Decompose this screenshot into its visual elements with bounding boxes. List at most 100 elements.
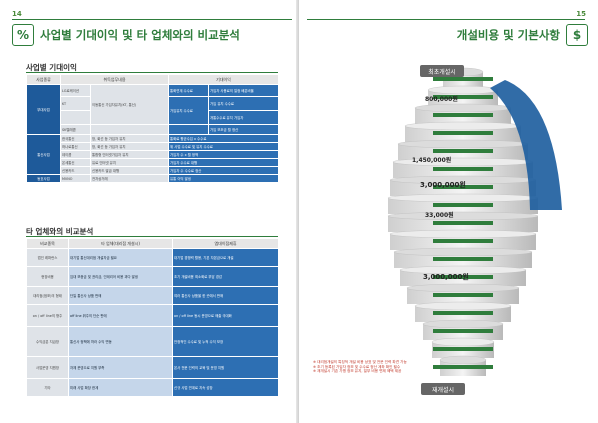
stack-disc-top — [422, 319, 504, 329]
stack-disc-label-band — [433, 95, 493, 99]
table-row: 온세통신 유료 인터넷 유치 가입자 수수료 대행 — [27, 158, 280, 167]
table-cell: 가입자 수 x 월 정액 — [167, 150, 280, 159]
stack-disc-label-band — [433, 239, 493, 243]
table-cell: 신용카드 발급 대행 — [90, 166, 169, 175]
stack-disc-label-band — [433, 347, 493, 351]
table-row: 데이콤 통합형 인터넷가입자 유치 가입자 수 x 월 정액 — [27, 150, 280, 159]
table-cell: KT — [60, 96, 91, 111]
left-page-title: 사업별 기대이익 및 타 업체와의 비교분석 — [40, 28, 240, 42]
group-label: 동호사업 — [26, 174, 61, 183]
table-cell: 임대 보증금 및 권리금, 인테리어 비용 과다 발생 — [68, 266, 173, 287]
stack-disc-label-band — [433, 203, 493, 207]
table-cell: 위 사업 수수료 및 유지 수수료 — [167, 142, 280, 151]
table-header: 사업종류 — [26, 74, 61, 85]
table-cell: 개통수수료 유지 가입자 — [207, 110, 280, 125]
right-page-number: 15 — [576, 10, 586, 18]
stack-disc-top — [393, 247, 533, 257]
table-cell: 통합형 인터넷가입자 유치 — [90, 150, 169, 159]
stack-disc-label-band — [433, 329, 493, 333]
table-cell: 사업운영 지원방 — [26, 356, 69, 379]
table-cell: 유료 인터넷 유치 — [90, 158, 169, 167]
table-cell — [168, 124, 209, 135]
stack-disc-label-band — [433, 131, 493, 135]
table-cell: 가입자 수 수수료 정산 — [167, 166, 280, 175]
section-title-comparison: 타 업체와의 비교분석 — [26, 227, 94, 236]
table-cell: 유통 이익 발생 — [167, 174, 280, 183]
stack-disc-label-band — [433, 365, 493, 369]
stack-disc-label-band — [433, 77, 493, 81]
table-row: 부대사업 LG로케이션 이동통신 가입자유치(KT, 통신) 통화연계 수수료 … — [26, 84, 280, 135]
table-row: 현장비용 임대 보증금 및 권리금, 인테리어 비용 과다 발생 초기 개설비용… — [26, 266, 279, 287]
table-cell: LG로케이션 — [60, 84, 91, 97]
table-row: 동호사업 MVNO 전자상거래 유통 이익 발생 — [26, 174, 280, 183]
table-row: 대리점(점포)의 형태 단일 통신사 상품 판매 여러 통신사 상품을 한 곳에… — [26, 286, 279, 305]
stack-disc-label-band — [433, 293, 493, 297]
table-row: 기타 미래 사업 확장 한계 신규 사업 연계로 지속 성장 — [26, 378, 279, 397]
table-cell: 안정적인 수수료 및 누적 수익 보장 — [172, 326, 279, 357]
stack-disc-label-band — [433, 149, 493, 153]
stack-disc-label-band — [433, 275, 493, 279]
table-row: 하나로통신 망, 회선 등 가입자 유치 위 사업 수수료 및 유지 수수료 — [27, 142, 280, 151]
cost-label: 800,000원 — [425, 96, 458, 103]
stack-disc-top — [406, 283, 520, 293]
table-cell: 법인 레퍼런스 — [26, 248, 69, 267]
table-cell: 현장비용 — [26, 266, 69, 287]
table-cell: 망, 회선 등 가입자 유치 — [90, 142, 169, 151]
right-page-title: 개설비용 및 기본사항 — [456, 28, 560, 42]
table-cell: 온세통신 — [60, 158, 91, 167]
comparison-table: 비교종목 타 업체(대리점 개설시) 엠대이점제휴 법인 레퍼런스 대기업 통신… — [26, 238, 279, 397]
table-row: on / off line의 형주 off line 위주의 단순 판매 on … — [26, 304, 279, 327]
section-underline — [26, 72, 278, 73]
table-cell: 가입유치 수수료 — [168, 96, 209, 125]
table-cell: 가입자 사용료의 일정 배분비율 — [207, 84, 280, 97]
table-cell: 대리점(점포)의 형태 — [26, 286, 69, 305]
stack-disc-label-band — [433, 167, 493, 171]
stack-disc-label-band — [433, 113, 493, 117]
stack-disc-label-band — [433, 221, 493, 225]
table-row: 개통수수료 유지 가입자 — [27, 110, 280, 125]
stack-disc-label-band — [433, 311, 493, 315]
table-cell: SK텔레콤 — [60, 124, 91, 135]
cost-label: 3,000,000원 — [423, 273, 469, 281]
footnote: ※ 재개설시 기존 가맹 정보 유지, 일부 비용 면제 혜택 제공 — [313, 369, 402, 374]
stack-disc-top — [404, 121, 522, 131]
stack-disc-top — [399, 265, 527, 275]
stack-disc-top — [431, 337, 495, 347]
table-header: 취득업무내용 — [60, 74, 169, 85]
left-page: 14 % 사업별 기대이익 및 타 업체와의 비교분석 사업별 기대이익 사업종… — [12, 10, 292, 397]
table-cell: 통화료 평균수입 x 수수료 — [167, 134, 280, 143]
stack-disc-top — [414, 103, 512, 113]
stack-disc-top — [389, 229, 537, 239]
table-cell: 대기업 통신대리점 개설자금 필요 — [68, 248, 173, 267]
table-cell: off line 위주의 단순 판매 — [68, 304, 173, 327]
table-cell: on / off line 동시 운영으로 매출 극대화 — [172, 304, 279, 327]
table-cell: 여러 통신사 상품을 한 곳에서 판매 — [172, 286, 279, 305]
table-cell: 한국통신 — [60, 134, 91, 143]
table-cell: 통화연계 수수료 — [168, 84, 209, 97]
reopening-label: 재개설시 — [421, 383, 465, 395]
right-header-rule — [307, 19, 585, 20]
footnote: ※ 초기 등록된 가입자 정보 및 수수료 정산 계좌 확인 필수 — [313, 364, 401, 369]
dollar-icon: $ — [566, 24, 588, 46]
table-row: 통신사업 한국통신 망, 회선 등 가입자 유치 통화료 평균수입 x 수수료 — [26, 134, 280, 175]
stack-disc-top — [387, 211, 539, 221]
stack-disc-top — [414, 301, 512, 311]
table-cell: 신규 사업 연계로 지속 성장 — [172, 378, 279, 397]
table-cell: on / off line의 형주 — [26, 304, 69, 327]
table-row: 법인 레퍼런스 대기업 통신대리점 개설자금 필요 대기업 경쟁력 활용, 기본… — [26, 248, 279, 267]
table-cell: 가입 보조금 월 정산 — [207, 124, 280, 135]
stack-disc-top — [397, 139, 529, 149]
table-cell: 통신사 정책에 따라 수익 변동 — [68, 326, 173, 357]
table-cell: 본사 전문 인력의 교육 및 운영 지원 — [172, 356, 279, 379]
table-header: 비교종목 — [26, 238, 69, 249]
left-page-number: 14 — [12, 10, 22, 18]
table-row: SK텔레콤 가입 보조금 월 정산 — [27, 124, 280, 135]
table-cell: 전자상거래 — [90, 174, 169, 183]
table-cell — [60, 110, 91, 125]
table-cell: MVNO — [60, 174, 91, 183]
stack-disc-top — [427, 85, 499, 95]
blue-highlight-band — [490, 80, 562, 210]
table-cell: 미래 사업 확장 한계 — [68, 378, 173, 397]
table-cell: 자체 운영으로 지원 부족 — [68, 356, 173, 379]
table-header: 엠대이점제휴 — [172, 238, 279, 249]
